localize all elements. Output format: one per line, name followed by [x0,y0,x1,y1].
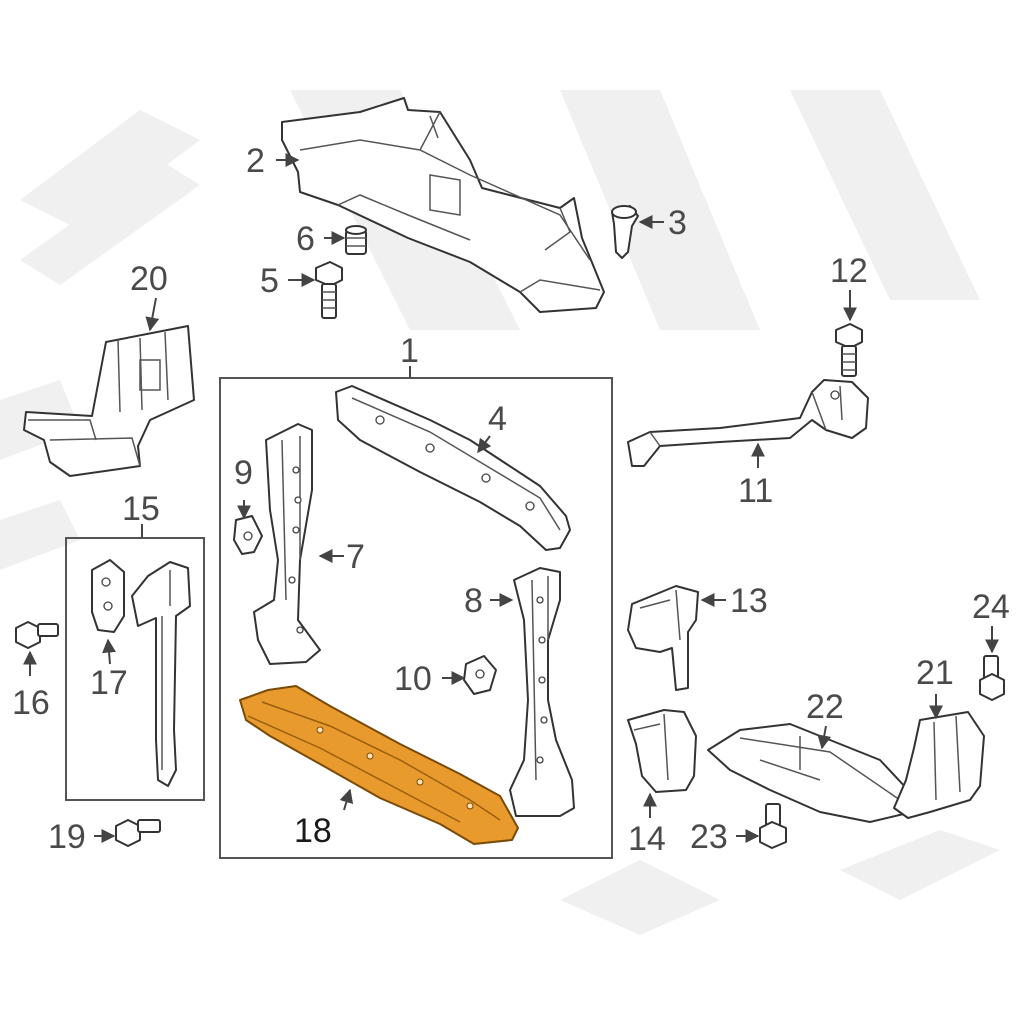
label-16: 16 [12,684,50,722]
part-23-bolt [759,803,787,849]
group-box-15 [65,537,205,801]
label-3: 3 [668,204,687,242]
label-10: 10 [394,660,432,698]
part-21-splash-shield [893,711,985,819]
label-6: 6 [296,220,315,258]
label-1: 1 [400,332,419,370]
part-4-upper-bar [335,385,571,551]
part-13-duct [627,585,699,691]
label-17: 17 [90,664,128,702]
callout-labels: 2 3 6 5 12 20 1 4 11 15 9 7 8 13 10 17 1… [12,142,1010,858]
leader-lines [23,153,999,843]
label-20: 20 [130,260,168,298]
part-5-bolt [315,261,343,319]
part-15-stay [131,561,191,787]
part-19-bolt [115,819,161,847]
part-10-clip [463,655,497,695]
label-7: 7 [346,538,365,576]
part-3-push-clip [611,205,639,259]
part-22-undercover [707,723,913,823]
part-24-bolt [979,655,1005,701]
part-20-splash-shield [23,325,195,477]
part-12-bolt [835,323,863,377]
part-7-left-support [253,423,321,665]
part-6-spacer [345,225,367,255]
label-21: 21 [916,654,954,692]
part-8-right-support [509,567,575,817]
label-4: 4 [488,400,507,438]
label-11: 11 [738,472,773,510]
label-2: 2 [246,142,265,180]
label-24: 24 [972,588,1010,626]
label-13: 13 [730,582,768,620]
part-16-bolt [15,621,59,649]
part-18-lower-support-highlighted [239,685,519,845]
label-15: 15 [122,490,160,528]
label-9: 9 [234,454,253,492]
label-8: 8 [464,582,483,620]
label-22: 22 [806,688,844,726]
group-box-1 [219,377,613,859]
part-17-bracket [91,559,125,633]
part-11-brace [627,379,869,467]
part-14-duct [627,709,697,793]
label-5: 5 [260,262,279,300]
part-2-upper-cover [281,97,605,313]
part-9-clip [233,515,263,555]
label-12: 12 [830,252,868,290]
label-23: 23 [690,818,728,856]
label-18: 18 [294,812,332,850]
label-19: 19 [48,818,86,856]
label-14: 14 [628,820,666,858]
